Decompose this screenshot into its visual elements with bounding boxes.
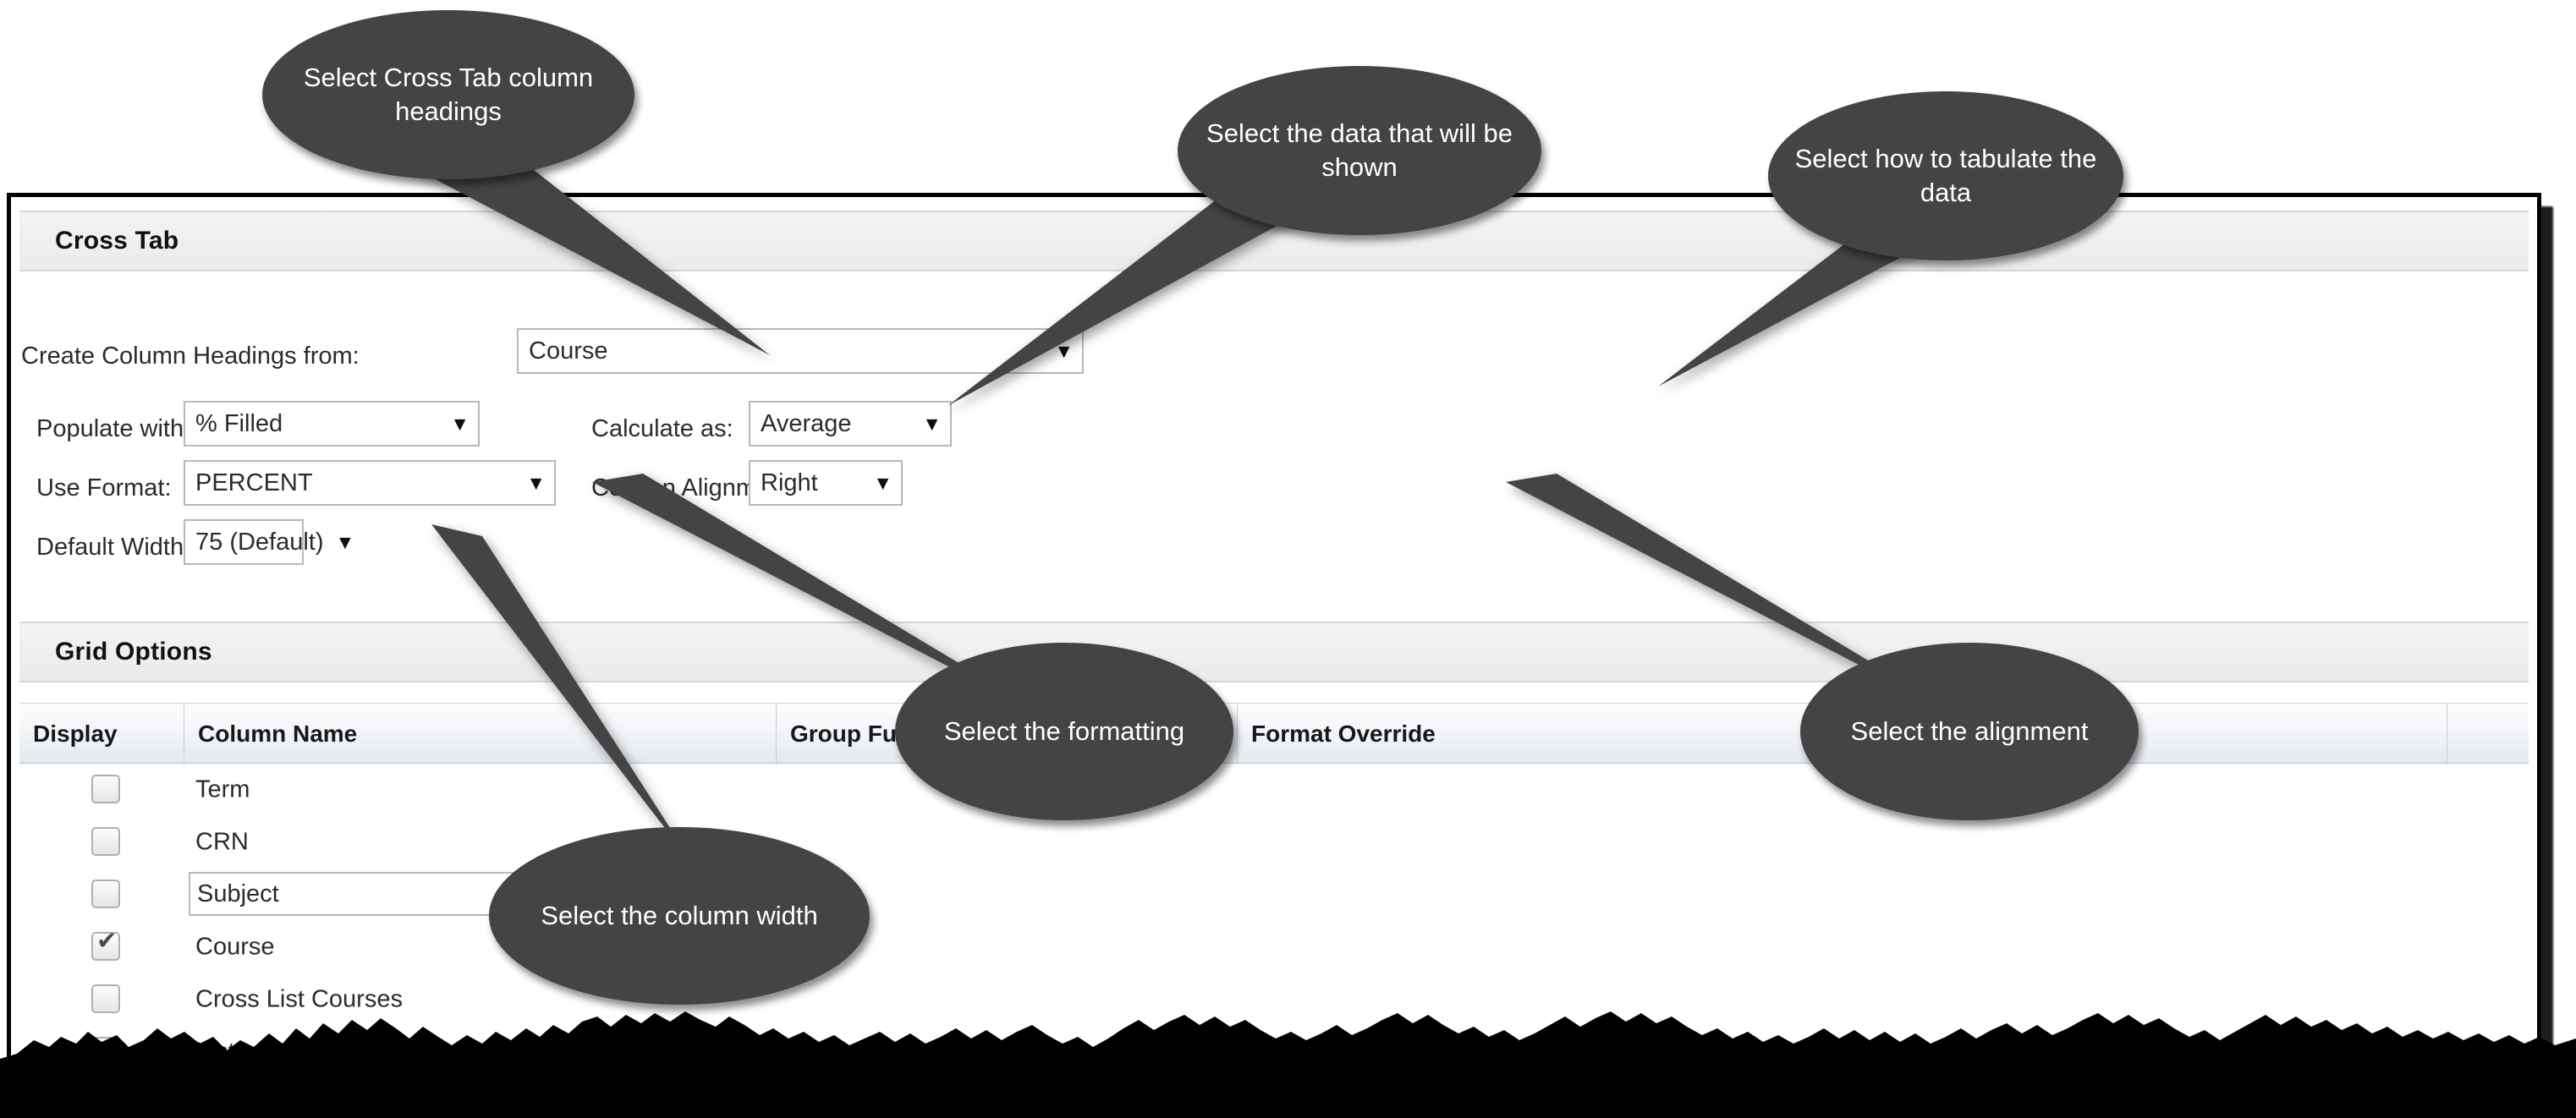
- select-default-width-value: 75 (Default): [195, 528, 324, 556]
- chevron-down-icon: ▼: [922, 412, 942, 435]
- select-use-format-value: PERCENT: [195, 469, 313, 496]
- row-checkbox-crn[interactable]: [91, 827, 120, 856]
- row-label-course: Course: [195, 933, 275, 961]
- row-checkbox-subject[interactable]: [91, 880, 120, 908]
- grid-options-title: Grid Options: [55, 638, 212, 666]
- label-calculate-as: Calculate as:: [591, 415, 733, 442]
- table-row[interactable]: Term: [19, 764, 2529, 816]
- select-calculate-as-value: Average: [761, 409, 852, 437]
- label-use-format: Use Format:: [36, 474, 172, 501]
- torn-paper-edge: [0, 1011, 2576, 1118]
- callout-tail-column-width: [431, 524, 698, 871]
- label-default-width: Default Width:: [36, 534, 191, 561]
- label-populate-with: Populate with:: [36, 415, 191, 442]
- col-header-display[interactable]: Display: [19, 704, 184, 765]
- select-use-format[interactable]: PERCENT ▼: [184, 460, 556, 506]
- col-header-format-override[interactable]: Format Override: [1238, 704, 1847, 765]
- table-row[interactable]: Course: [19, 921, 2529, 973]
- section-header-grid-options: Grid Options: [19, 622, 2529, 682]
- col-header-column-name[interactable]: Column Name: [184, 704, 777, 765]
- cross-tab-title: Cross Tab: [55, 227, 179, 255]
- select-populate-with-value: % Filled: [195, 409, 283, 437]
- callout-bubble-cross-tab-headings: Select Cross Tab column headings: [262, 10, 634, 179]
- row-checkbox-course[interactable]: [91, 929, 120, 961]
- row-label-cross-list-courses: Cross List Courses: [195, 985, 403, 1013]
- callout-tail-formatting: [592, 474, 1066, 727]
- chevron-down-icon: ▼: [335, 530, 355, 553]
- chevron-down-icon: ▼: [526, 471, 546, 494]
- callout-bubble-column-width: Select the column width: [489, 827, 870, 1005]
- row-label-crn: CRN: [195, 828, 249, 856]
- callout-bubble-tabulate: Select how to tabulate the data: [1768, 91, 2123, 260]
- callout-bubble-data-shown: Select the data that will be shown: [1178, 66, 1541, 235]
- select-column-alignment-value: Right: [761, 469, 818, 496]
- row-checkbox-cross-list-courses[interactable]: [91, 984, 120, 1013]
- select-populate-with[interactable]: % Filled ▼: [184, 401, 480, 447]
- chevron-down-icon: ▼: [1054, 339, 1074, 362]
- select-calculate-as[interactable]: Average ▼: [749, 401, 952, 447]
- select-create-column-headings-from-value: Course: [529, 337, 608, 364]
- callout-bubble-formatting: Select the formatting: [895, 643, 1233, 820]
- table-row[interactable]: CRN: [19, 816, 2529, 869]
- row-label-term: Term: [195, 775, 250, 803]
- chevron-down-icon: ▼: [450, 412, 470, 435]
- label-create-column-headings-from: Create Column Headings from:: [21, 343, 360, 370]
- select-create-column-headings-from[interactable]: Course ▼: [517, 328, 1084, 374]
- callout-bubble-alignment: Select the alignment: [1800, 643, 2139, 820]
- table-row[interactable]: Cross List Courses: [19, 973, 2529, 1026]
- col-header-spacer: [2447, 704, 2529, 765]
- select-default-width[interactable]: 75 (Default) ▼: [184, 519, 354, 565]
- row-checkbox-term[interactable]: [91, 775, 120, 803]
- chevron-down-icon: ▼: [873, 471, 893, 494]
- select-column-alignment[interactable]: Right ▼: [749, 460, 903, 506]
